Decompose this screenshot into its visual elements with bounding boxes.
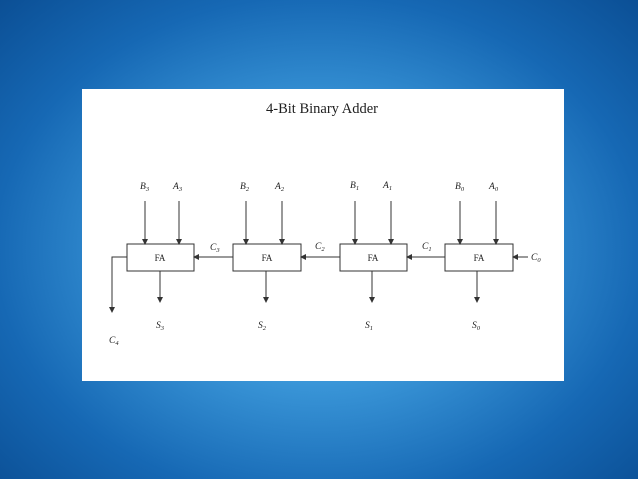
carry-chain: C0 C1 C2 C3 C4: [109, 242, 541, 347]
fa-label-0: FA: [474, 253, 485, 263]
input-b0-label: B0: [455, 182, 465, 193]
carry-c4-wire: [109, 256, 127, 313]
input-a1-label: A1: [382, 181, 392, 192]
carry-c0-label: C0: [531, 253, 541, 264]
full-adder-3: FA B3 A3 S3: [126, 182, 195, 332]
fa-box-0: [444, 243, 514, 272]
carry-c3-label: C3: [210, 243, 220, 254]
diagram-title: 4-Bit Binary Adder: [266, 101, 378, 117]
fa-label-2: FA: [262, 253, 273, 263]
slide-panel: 4-Bit Binary Adder FA B3 A3 S3 FA B2 A2 …: [82, 89, 564, 381]
sum-s1-label: S1: [365, 321, 373, 332]
fa-label-1: FA: [368, 253, 379, 263]
input-b1-label: B1: [350, 181, 359, 192]
carry-c1-label: C1: [422, 242, 432, 253]
full-adder-1: FA B1 A1 S1: [339, 181, 408, 332]
full-adder-2: FA B2 A2 S2: [232, 182, 302, 332]
fa-box-2: [232, 243, 302, 272]
input-b3-label: B3: [140, 182, 150, 193]
input-a2-label: A2: [274, 182, 285, 193]
input-b2-label: B2: [240, 182, 250, 193]
sum-s2-label: S2: [258, 321, 267, 332]
input-a3-label: A3: [172, 182, 183, 193]
carry-c2-label: C2: [315, 242, 325, 253]
sum-s3-label: S3: [156, 321, 165, 332]
full-adder-0: FA B0 A0 S0: [444, 182, 514, 332]
sum-s0-label: S0: [472, 321, 481, 332]
carry-c4-label: C4: [109, 336, 119, 347]
fa-label-3: FA: [155, 253, 166, 263]
input-a0-label: A0: [488, 182, 499, 193]
adder-diagram: 4-Bit Binary Adder FA B3 A3 S3 FA B2 A2 …: [109, 101, 541, 347]
